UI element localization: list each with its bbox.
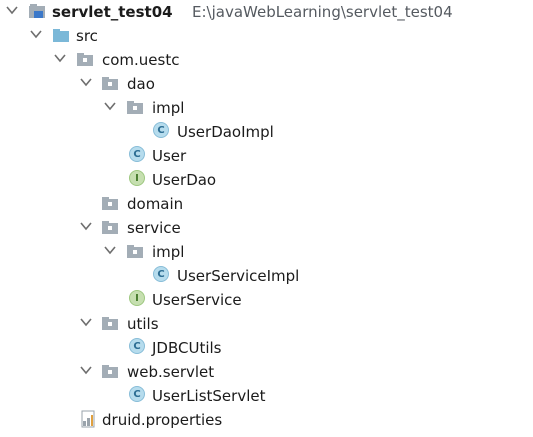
tree-row-src[interactable]: src — [0, 24, 533, 48]
chevron-down-icon[interactable] — [103, 99, 117, 113]
class-user-service-impl-label: UserServiceImpl — [177, 267, 300, 285]
chevron-down-icon[interactable] — [5, 3, 19, 17]
class-icon: C — [153, 266, 171, 284]
package-dao-impl-label: impl — [152, 99, 185, 117]
class-icon: C — [129, 338, 147, 356]
tree-row-com-uestc[interactable]: com.uestc — [0, 48, 533, 72]
interface-icon: I — [129, 170, 147, 188]
interface-icon: I — [129, 290, 147, 308]
class-user-label: User — [152, 147, 187, 165]
class-icon: C — [153, 122, 171, 140]
project-module-icon — [29, 4, 45, 18]
source-folder-icon — [53, 29, 69, 42]
package-dao-label: dao — [127, 75, 155, 93]
tree-row-utils[interactable]: utils — [0, 312, 533, 336]
project-path: E:\javaWebLearning\servlet_test04 — [192, 3, 453, 21]
interface-user-service-label: UserService — [152, 291, 242, 309]
chevron-down-icon[interactable] — [79, 219, 93, 233]
class-jdbc-utils-label: JDBCUtils — [152, 339, 222, 357]
properties-file-icon — [81, 410, 95, 428]
tree-row-domain[interactable]: domain — [0, 192, 533, 216]
package-service-impl-label: impl — [152, 243, 185, 261]
chevron-down-icon[interactable] — [79, 363, 93, 377]
chevron-down-icon[interactable] — [29, 27, 43, 41]
tree-row-user-list-servlet[interactable]: C UserListServlet — [0, 384, 533, 408]
interface-user-dao-label: UserDao — [152, 171, 217, 189]
file-druid-properties-label: druid.properties — [102, 411, 223, 429]
package-domain-label: domain — [127, 195, 184, 213]
class-user-list-servlet-label: UserListServlet — [152, 387, 266, 405]
project-name: servlet_test04 — [52, 3, 173, 21]
tree-row-web-servlet[interactable]: web.servlet — [0, 360, 533, 384]
src-label: src — [76, 27, 98, 45]
package-web-servlet-label: web.servlet — [127, 363, 215, 381]
package-icon — [127, 245, 143, 258]
class-user-dao-impl-label: UserDaoImpl — [177, 123, 274, 141]
class-icon: C — [129, 386, 147, 404]
package-icon — [77, 53, 93, 66]
package-icon — [102, 197, 118, 210]
tree-row-jdbc-utils[interactable]: C JDBCUtils — [0, 336, 533, 360]
package-icon — [102, 221, 118, 234]
tree-row-project[interactable]: servlet_test04 E:\javaWebLearning\servle… — [0, 0, 533, 24]
package-icon — [102, 317, 118, 330]
tree-row-druid-properties[interactable]: druid.properties — [0, 408, 533, 432]
class-icon: C — [129, 146, 147, 164]
chevron-down-icon[interactable] — [53, 51, 67, 65]
package-com-uestc-label: com.uestc — [102, 51, 180, 69]
tree-row-user[interactable]: C User — [0, 144, 533, 168]
package-icon — [102, 365, 118, 378]
tree-row-user-dao[interactable]: I UserDao — [0, 168, 533, 192]
tree-row-user-dao-impl[interactable]: C UserDaoImpl — [0, 120, 533, 144]
tree-row-service-impl[interactable]: impl — [0, 240, 533, 264]
tree-row-user-service[interactable]: I UserService — [0, 288, 533, 312]
chevron-down-icon[interactable] — [79, 75, 93, 89]
package-icon — [102, 77, 118, 90]
package-service-label: service — [127, 219, 181, 237]
chevron-down-icon[interactable] — [79, 315, 93, 329]
package-utils-label: utils — [127, 315, 159, 333]
tree-row-dao-impl[interactable]: impl — [0, 96, 533, 120]
tree-row-user-service-impl[interactable]: C UserServiceImpl — [0, 264, 533, 288]
chevron-down-icon[interactable] — [103, 243, 117, 257]
tree-row-partial — [0, 432, 533, 437]
package-icon — [127, 101, 143, 114]
tree-row-dao[interactable]: dao — [0, 72, 533, 96]
tree-row-service[interactable]: service — [0, 216, 533, 240]
